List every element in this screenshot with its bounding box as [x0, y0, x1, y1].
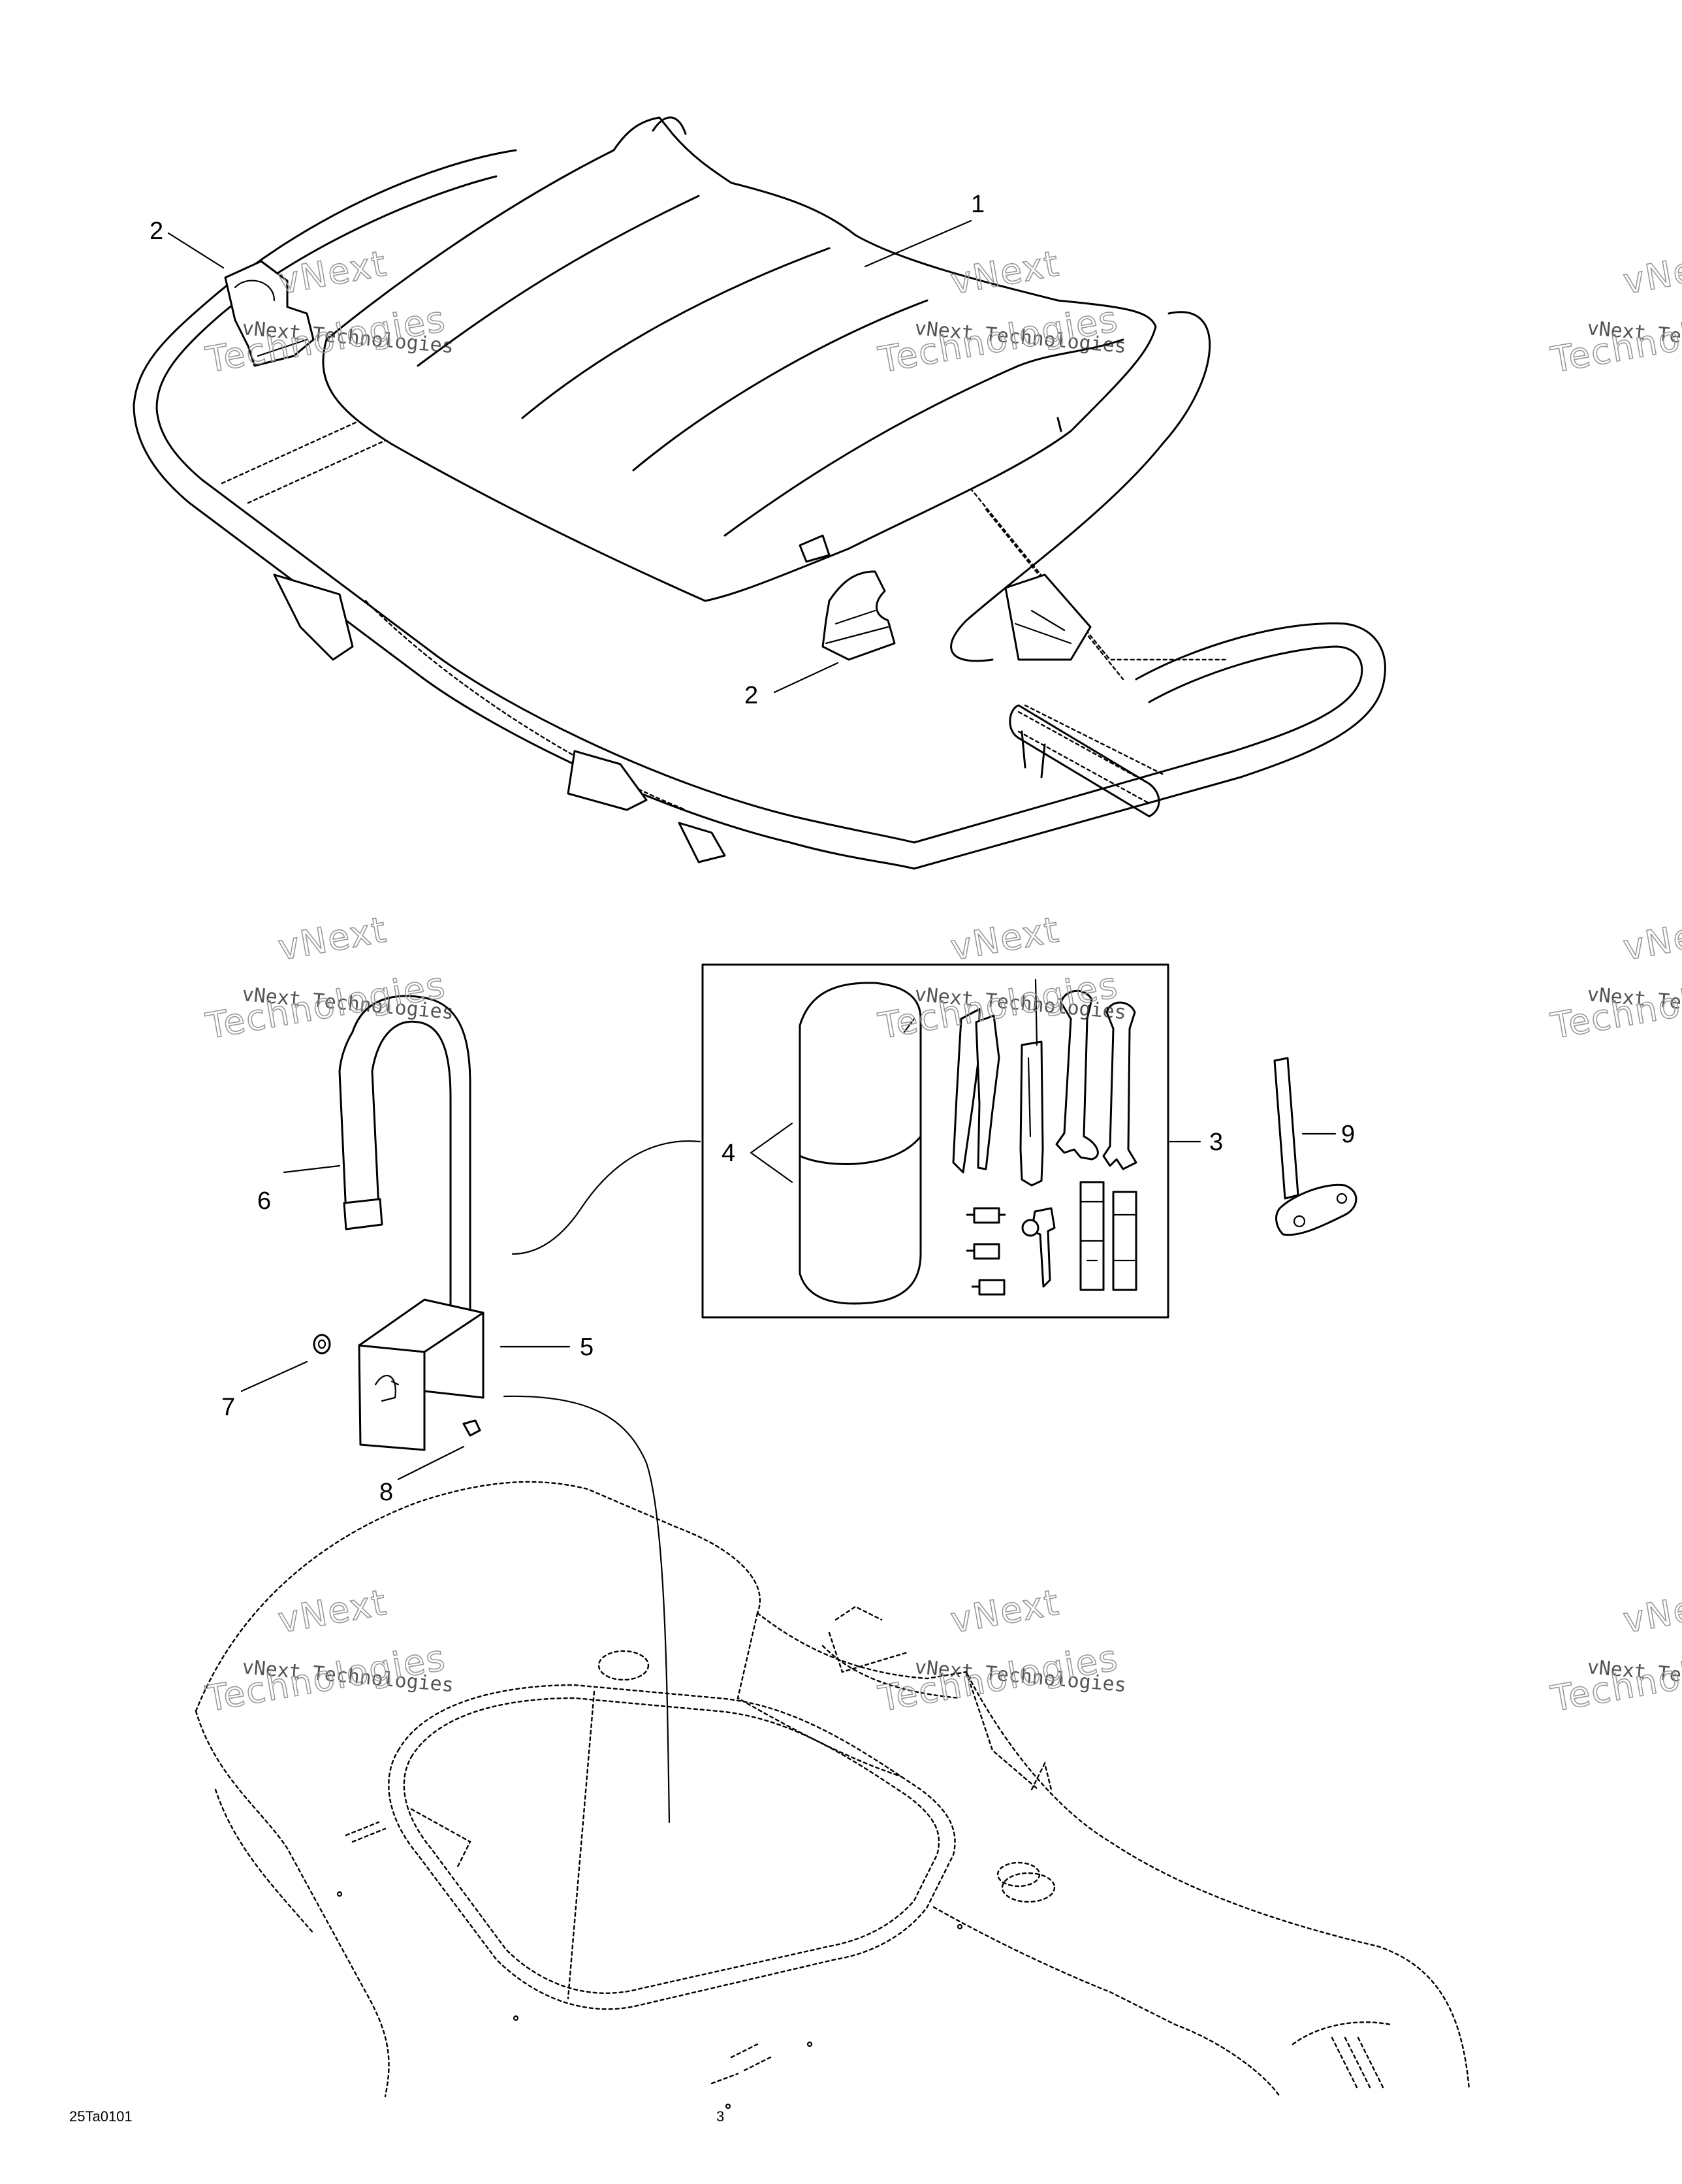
watermark: vNext vNext Technologies Technologies	[202, 1581, 455, 1720]
leader-lines	[167, 219, 1337, 1823]
callout-4: 4	[722, 1140, 735, 1167]
callout-6: 6	[257, 1187, 271, 1215]
watermark: vNext vNext Techno Technolo	[1547, 242, 1682, 381]
tool-bag-icon	[799, 982, 922, 1305]
watermark: vNext vNext Technologies Technologies	[202, 908, 455, 1048]
page-mark: 3	[716, 2108, 724, 2125]
figure-code: 25Ta0101	[69, 2108, 133, 2125]
watermark: vNext vNext Technologies Technologies	[875, 908, 1128, 1048]
callout-2-lower: 2	[744, 682, 758, 709]
callout-9: 9	[1341, 1121, 1355, 1148]
storage-compartment-icon	[195, 1481, 1470, 2110]
watermark-line1: vNext	[1620, 909, 1682, 969]
watermark-line1: vNext	[947, 243, 1062, 302]
seat-latch-upper-icon	[224, 260, 315, 367]
callout-7: 7	[221, 1394, 235, 1421]
watermark-line1: vNext	[275, 243, 390, 302]
tool-kit-box	[701, 963, 1169, 1319]
watermark: vNext vNext Techno Technolo	[1547, 908, 1682, 1048]
tool-holder-bracket-icon	[313, 1298, 484, 1451]
callout-3: 3	[1209, 1129, 1223, 1156]
watermark-line1: vNext	[275, 909, 390, 969]
watermark-line3: Technologies	[202, 964, 449, 1047]
watermark-line1: vNext	[1620, 1582, 1682, 1641]
callout-1: 1	[971, 191, 985, 218]
callout-5: 5	[580, 1334, 594, 1361]
watermark-line1: vNext	[947, 1582, 1062, 1641]
watermark-line1: vNext	[1620, 243, 1682, 302]
watermark-line1: vNext	[275, 1582, 390, 1641]
watermark-line1: vNext	[947, 909, 1062, 969]
retaining-strap-icon	[338, 995, 471, 1314]
watermark: vNext vNext Technologies Technologies	[875, 1581, 1128, 1720]
seat-latch-lower-icon	[821, 570, 896, 661]
callout-labels: 1 2 2 3 4 5 6 7 8 9	[150, 191, 1355, 1506]
watermark-line3: Technologies	[202, 1637, 449, 1720]
tool-kit-icon	[952, 978, 1137, 1296]
watermark-line3: Technologies	[875, 1637, 1121, 1720]
spark-plug-wrench-icon	[1273, 1057, 1357, 1236]
callout-8: 8	[379, 1479, 393, 1506]
watermark: vNext vNext Techno Technolo	[1547, 1581, 1682, 1720]
seat-frame-rack-icon	[133, 149, 1386, 870]
seat-cushion-icon	[322, 116, 1211, 662]
callout-2-upper: 2	[150, 217, 163, 245]
